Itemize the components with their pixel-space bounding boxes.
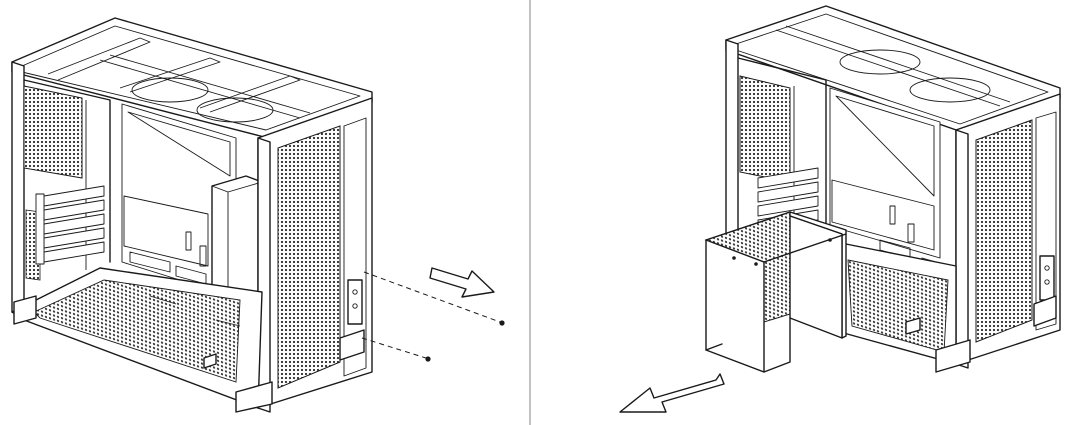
- right-panel-case: [619, 5, 1061, 413]
- screw-lower-icon: [425, 356, 431, 362]
- screw-upper-icon: [499, 320, 505, 326]
- screw-direction-arrow-icon: [429, 267, 495, 298]
- rear-mesh-panel: [23, 85, 83, 179]
- front-mesh-panel: [277, 125, 341, 389]
- screw-path-upper: [363, 271, 501, 323]
- left-panel-case: [11, 17, 505, 413]
- expansion-slots: [35, 185, 105, 265]
- left-drive-bracket: [211, 175, 263, 294]
- removed-drive-bracket: [704, 211, 847, 373]
- screw-path-lower: [361, 337, 427, 359]
- pull-out-arrow-icon: [619, 373, 725, 413]
